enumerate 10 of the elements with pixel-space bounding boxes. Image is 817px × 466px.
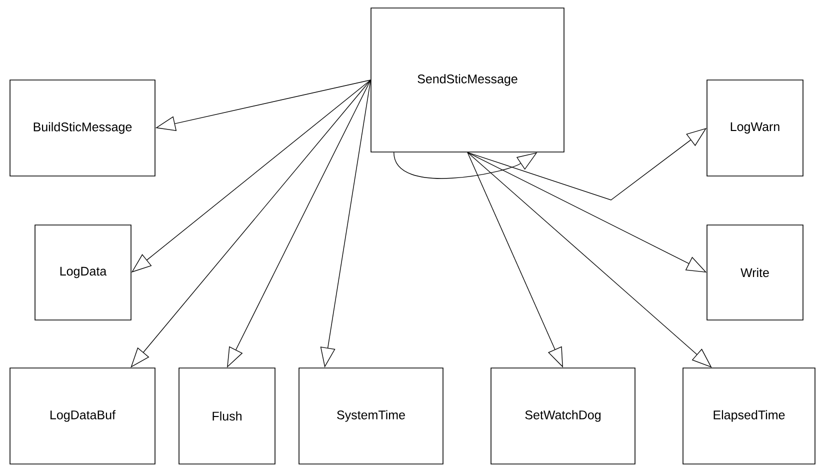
function-box: SetWatchDog	[490, 368, 636, 464]
function-box: BuildSticMessage	[10, 80, 156, 176]
function-box: LogData	[34, 224, 132, 320]
function-box: LogDataBuf	[10, 368, 156, 464]
function-box: Write	[706, 224, 804, 320]
function-box: LogWarn	[706, 80, 804, 176]
function-box: Flush	[178, 368, 276, 464]
function-box: SendSticMessage	[370, 8, 564, 152]
function-box: SystemTime	[298, 368, 444, 464]
function-box: ElapsedTime	[682, 368, 816, 464]
